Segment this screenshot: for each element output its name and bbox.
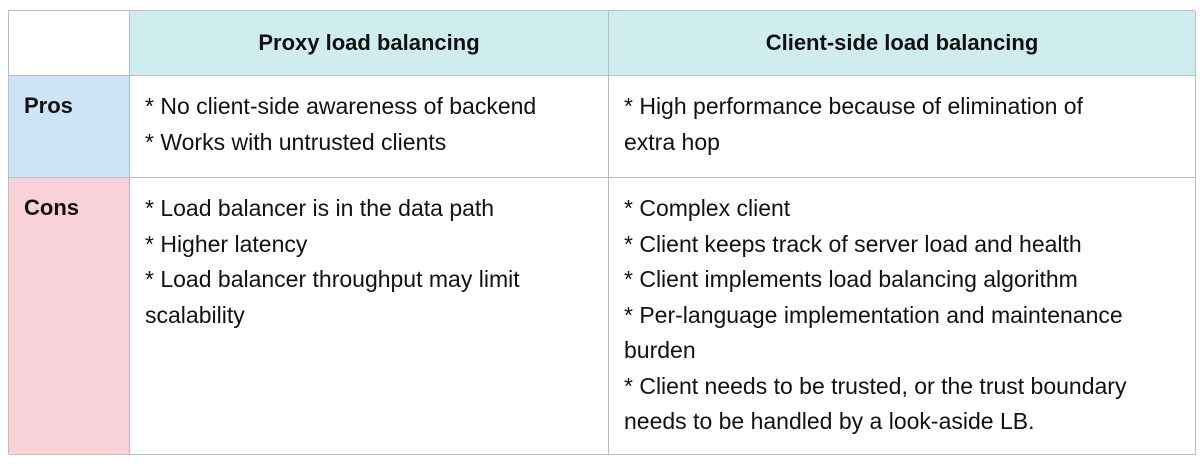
list-item: needs to be handled by a look-aside LB. xyxy=(624,408,1035,434)
list-item: * Load balancer throughput may limit xyxy=(145,266,520,292)
cons-proxy-cell: * Load balancer is in the data path * Hi… xyxy=(130,178,609,455)
cons-client-cell: * Complex client * Client keeps track of… xyxy=(609,178,1196,455)
list-item: scalability xyxy=(145,301,245,328)
row-header-pros: Pros xyxy=(9,76,130,178)
corner-cell xyxy=(9,11,130,76)
list-item: * Client keeps track of server load and … xyxy=(624,230,1082,257)
list-item: * High performance because of eliminatio… xyxy=(624,93,1083,119)
row-header-cons: Cons xyxy=(9,178,130,455)
list-item: * Per-language implementation and mainte… xyxy=(624,301,1123,328)
list-item: burden xyxy=(624,337,696,363)
list-item: * Works with untrusted clients xyxy=(145,128,447,155)
list-item: * Client needs to be trusted, or the tru… xyxy=(624,372,1127,399)
column-header-proxy: Proxy load balancing xyxy=(130,11,609,76)
pros-proxy-cell: * No client-side awareness of backend * … xyxy=(130,76,609,178)
list-item: * Complex client xyxy=(624,195,791,221)
comparison-table: Proxy load balancing Client-side load ba… xyxy=(8,10,1196,455)
pros-client-cell: * High performance because of eliminatio… xyxy=(609,76,1196,178)
list-item: * Higher latency xyxy=(145,230,308,257)
list-item: * Load balancer is in the data path xyxy=(145,195,495,221)
list-item: * No client-side awareness of backend xyxy=(145,93,537,119)
column-header-client: Client-side load balancing xyxy=(609,11,1196,76)
list-item: * Client implements load balancing algor… xyxy=(624,266,1078,292)
list-item: extra hop xyxy=(624,128,720,155)
